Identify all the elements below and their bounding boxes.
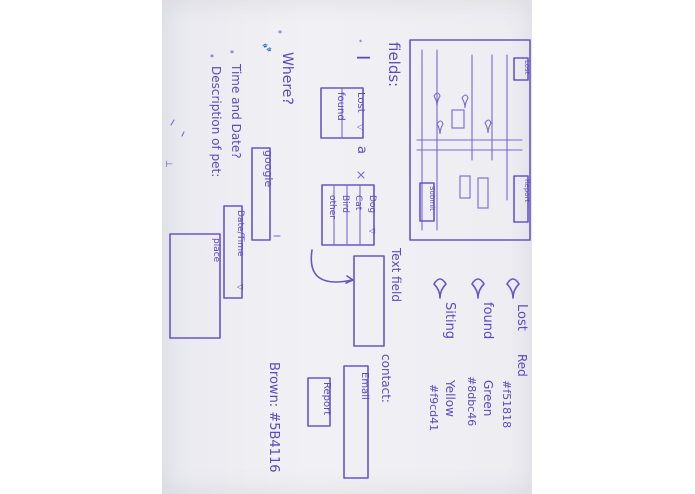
- mockup-report-button[interactable]: [513, 175, 529, 223]
- map-frame: [409, 39, 531, 241]
- date-time-value: Date/Time: [235, 210, 245, 257]
- description-label: Description of pet:: [209, 66, 223, 177]
- text-field-box[interactable]: [353, 255, 385, 347]
- legend-siting: Siting: [442, 302, 457, 339]
- animal-option-other: other: [327, 195, 337, 219]
- legend-found: found: [480, 302, 495, 339]
- map-mockup: Lost Report Submit: [409, 39, 531, 241]
- status-option-lost: Lost: [355, 92, 366, 113]
- animal-option-cat: Cat: [353, 195, 363, 211]
- where-input[interactable]: google: [251, 147, 275, 241]
- chevron-down-icon: ▽: [368, 228, 377, 235]
- legend-lost-color: Red: [515, 354, 529, 377]
- date-time-input[interactable]: Date/Time ▽: [223, 205, 245, 299]
- margin-mark: ⊥: [163, 160, 173, 168]
- brown-note: Brown: #5B4116: [266, 362, 281, 472]
- where-label: Where?: [279, 52, 295, 105]
- legend-siting-color: Yellow: [443, 379, 457, 417]
- paw-icon: 🐾: [262, 43, 272, 52]
- fields-heading: fields:: [385, 42, 403, 87]
- legend: Lost Red #f51818 found Green #8dbc46 Sit…: [427, 278, 529, 431]
- email-field-value: Email: [359, 372, 370, 400]
- svg-text:*: *: [230, 49, 234, 58]
- legend-siting-hex: #f9cd41: [427, 384, 440, 431]
- svg-text:*: *: [278, 29, 282, 38]
- mockup-top-tab-label: Lost: [523, 60, 531, 75]
- fields-heading-group: * fields: I: [352, 39, 403, 87]
- map-pin-icon: [506, 278, 520, 299]
- svg-text:*: *: [359, 39, 362, 46]
- animal-dropdown[interactable]: Dog Cat Bird other ▽: [321, 184, 377, 246]
- connector-arrow: [310, 249, 353, 283]
- description-input-value: place: [211, 238, 221, 263]
- description-input[interactable]: place: [169, 233, 221, 339]
- status-select[interactable]: Lost found ▽: [320, 87, 366, 139]
- contact-label: contact:: [379, 354, 393, 403]
- report-button[interactable]: Report: [307, 377, 332, 427]
- map-pin-icon: [433, 278, 447, 299]
- notebook-page: Lost Report Submit * fields: I Lost foun…: [162, 0, 532, 494]
- legend-lost: Lost: [514, 304, 529, 331]
- mockup-top-tab[interactable]: [513, 57, 529, 81]
- animal-option-bird: Bird: [340, 195, 350, 213]
- close-icon: [357, 171, 365, 179]
- status-option-found: found: [335, 92, 346, 121]
- connector-letter: a: [354, 146, 369, 154]
- time-label: Time and Date?: [229, 63, 243, 159]
- report-button-label: Report: [321, 382, 332, 415]
- mockup-submit-label: Submit: [428, 186, 436, 211]
- legend-lost-hex: #f51818: [500, 380, 513, 428]
- numeral-one: I: [352, 55, 373, 60]
- legend-found-hex: #8dbc46: [465, 376, 478, 426]
- map-pin-icon: [471, 278, 485, 299]
- svg-text:*: *: [210, 53, 214, 62]
- wireframe-sketch: Lost Report Submit * fields: I Lost foun…: [163, 29, 531, 479]
- chevron-down-icon: ▽: [236, 284, 245, 291]
- chevron-down-icon: ▽: [356, 124, 365, 131]
- where-input-value: google: [262, 150, 275, 187]
- legend-found-color: Green: [481, 380, 495, 416]
- mockup-report-label: Report: [523, 179, 531, 202]
- email-field[interactable]: Email: [343, 365, 370, 479]
- mockup-submit-button[interactable]: [419, 182, 435, 222]
- text-field-label: Text field: [389, 247, 403, 302]
- animal-option-dog: Dog: [367, 195, 377, 213]
